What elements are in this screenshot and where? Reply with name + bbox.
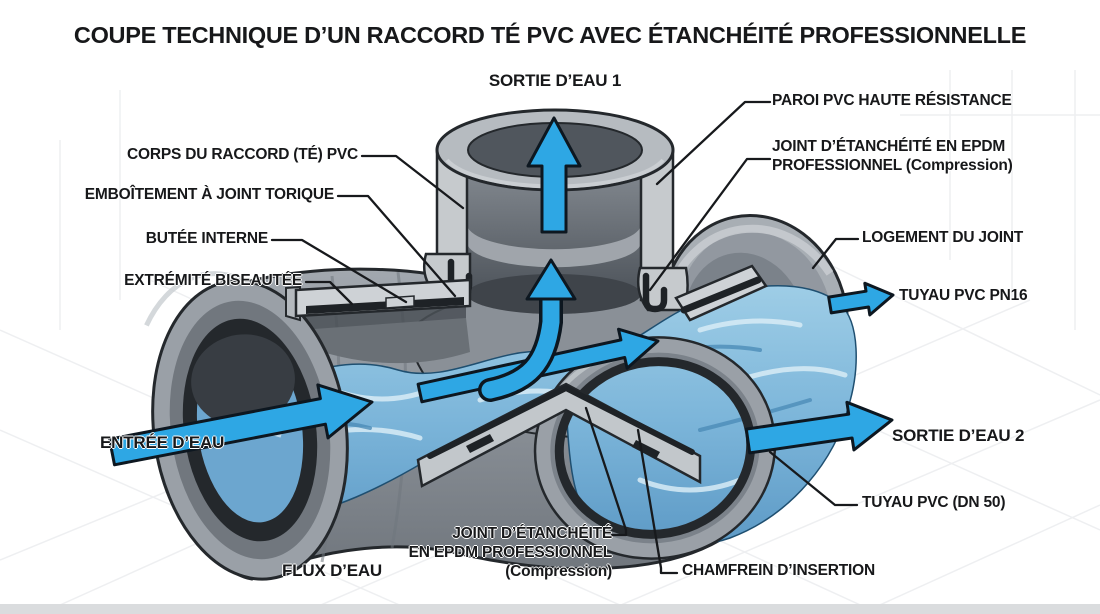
leader-tuyau-dn50 — [768, 450, 859, 507]
leader-lines — [270, 100, 860, 575]
leader-joint-bas — [584, 406, 628, 537]
leader-paroi — [655, 100, 772, 186]
leader-extremite — [304, 280, 354, 306]
diagram-title: COUPE TECHNIQUE D’UN RACCORD TÉ PVC AVEC… — [73, 22, 1027, 48]
leader-butee — [270, 238, 408, 304]
oring-seal-strip — [306, 297, 464, 314]
label-logement-joint: LOGEMENT DU JOINT — [862, 229, 1024, 246]
label-corps-raccord: CORPS DU RACCORD (TÉ) PVC — [127, 146, 358, 163]
socket-wall-cross-section — [674, 264, 768, 322]
interior-shadow — [300, 306, 466, 332]
leader-chamfrein — [636, 428, 679, 575]
label-butee-interne: BUTÉE INTERNE — [145, 230, 268, 247]
pn16-arrow-icon — [827, 281, 895, 317]
leader-logement — [811, 237, 860, 270]
leader-emboitement — [336, 194, 457, 298]
label-paroi-pvc: PAROI PVC HAUTE RÉSISTANCE — [772, 92, 1012, 109]
label-flux-eau: FLUX D’EAU — [282, 561, 383, 580]
branch-flow-arrow-icon — [478, 258, 577, 402]
label-tuyau-pn16: TUYAU PVC PN16 — [899, 287, 1028, 304]
label-tuyau-dn50: TUYAU PVC (DN 50) — [862, 494, 1006, 511]
oring-seal-right — [642, 272, 668, 313]
epdm-seal-strip — [680, 276, 762, 314]
label-extremite-biseautee: EXTRÉMITÉ BISEAUTÉE — [124, 272, 302, 289]
epdm-seal-strip — [427, 384, 695, 459]
upper-wall-cross-section — [285, 278, 472, 322]
label-joint-epdm-bas: JOINT D’ÉTANCHÉITÉ EN EPDM PROFESSIONNEL… — [408, 525, 613, 580]
seal-slot — [466, 434, 494, 453]
leader-joint-droit — [648, 157, 772, 292]
pvc-tee-fitting — [108, 108, 895, 581]
butee-notch — [385, 295, 415, 309]
inlet-arrow-icon — [108, 383, 374, 467]
outlet2-arrow-icon — [744, 400, 894, 455]
label-emboitement: EMBOÎTEMENT À JOINT TORIQUE — [84, 186, 334, 203]
label-sortie-eau-2: SORTIE D’EAU 2 — [892, 426, 1025, 445]
label-chamfrein: CHAMFREIN D’INSERTION — [682, 562, 875, 579]
outlet1-arrow-icon — [526, 116, 582, 234]
lower-wall-cross-section — [416, 382, 702, 488]
interior-shadow — [300, 318, 470, 364]
seal-slot — [632, 440, 660, 459]
label-sortie-eau-1: SORTIE D’EAU 1 — [488, 71, 622, 90]
label-entree-eau: ENTRÉE D’EAU — [100, 433, 225, 452]
bottom-edge-strip — [0, 604, 1100, 614]
leader-corps — [360, 154, 465, 210]
label-joint-epdm-droit: JOINT D’ÉTANCHÉITÉ EN EPDM PROFESSIONNEL… — [772, 138, 1013, 174]
